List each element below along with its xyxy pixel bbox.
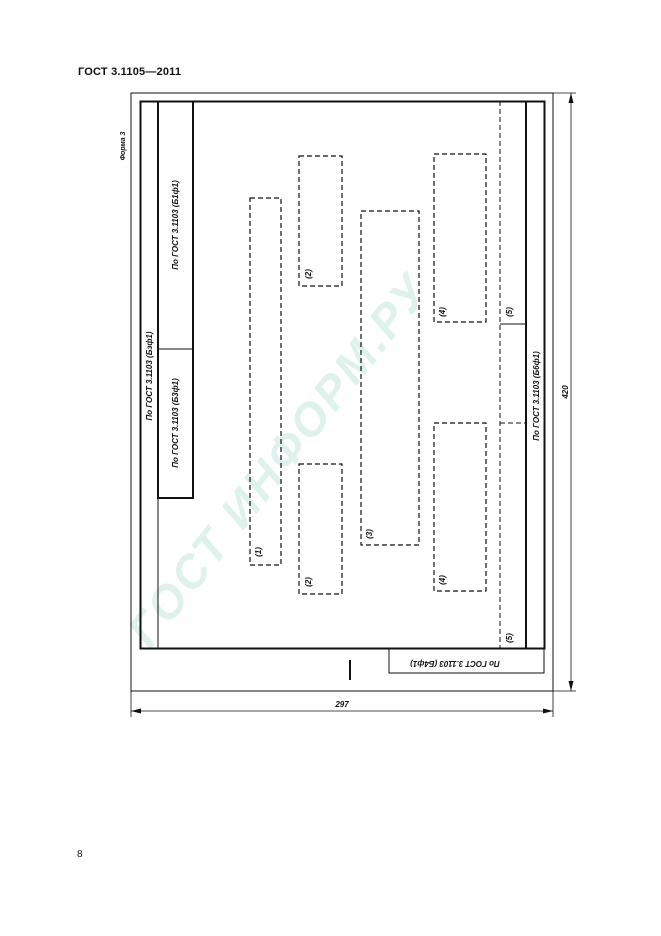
zone-4-bottom bbox=[433, 422, 487, 592]
width-dimension-value: 297 bbox=[334, 700, 349, 709]
bottom-block bbox=[388, 647, 545, 674]
width-arrow-left bbox=[131, 708, 141, 714]
zone-2-bottom bbox=[298, 463, 343, 595]
zone-1 bbox=[249, 197, 282, 566]
zone-4-top bbox=[433, 153, 487, 323]
zone-5-top-label: (5) bbox=[505, 307, 514, 317]
ref-left-bottom: По ГОСТ 3.1103 (Б3ф1) bbox=[171, 378, 180, 468]
form-label: Форма 3 bbox=[120, 131, 127, 160]
watermark: ГОСТ ИНФОРМ.РУ bbox=[117, 263, 440, 656]
zone-2-bottom-label: (2) bbox=[304, 577, 313, 587]
zone-3 bbox=[360, 210, 420, 546]
zone-3-label: (3) bbox=[365, 529, 374, 539]
zone-1-label: (1) bbox=[254, 547, 263, 557]
zone-2-top bbox=[298, 155, 343, 287]
zone-5-bottom-label: (5) bbox=[505, 633, 514, 643]
ref-bottom: По ГОСТ 3.1103 (Б4ф1) bbox=[410, 659, 500, 668]
outer-frame bbox=[130, 92, 554, 692]
height-arrow-bottom bbox=[568, 681, 574, 691]
zone-4-bottom-label: (4) bbox=[438, 575, 447, 585]
document-header: ГОСТ 3.1105—2011 bbox=[78, 66, 182, 78]
ref-left-top: По ГОСТ 3.1103 (Б1ф1) bbox=[171, 180, 180, 270]
height-dimension-value: 420 bbox=[561, 385, 570, 400]
height-arrow-top bbox=[568, 93, 574, 103]
left-block bbox=[157, 100, 194, 499]
page-number: 8 bbox=[77, 849, 83, 860]
inner-frame bbox=[139, 100, 546, 650]
zone-2-top-label: (2) bbox=[304, 269, 313, 279]
ref-left-outer: По ГОСТ 3.1103 (Бзф1) bbox=[145, 331, 154, 420]
width-arrow-right bbox=[543, 708, 553, 714]
ref-right: По ГОСТ 3.1103 (Б6ф1) bbox=[532, 351, 541, 441]
zone-4-top-label: (4) bbox=[438, 307, 447, 317]
